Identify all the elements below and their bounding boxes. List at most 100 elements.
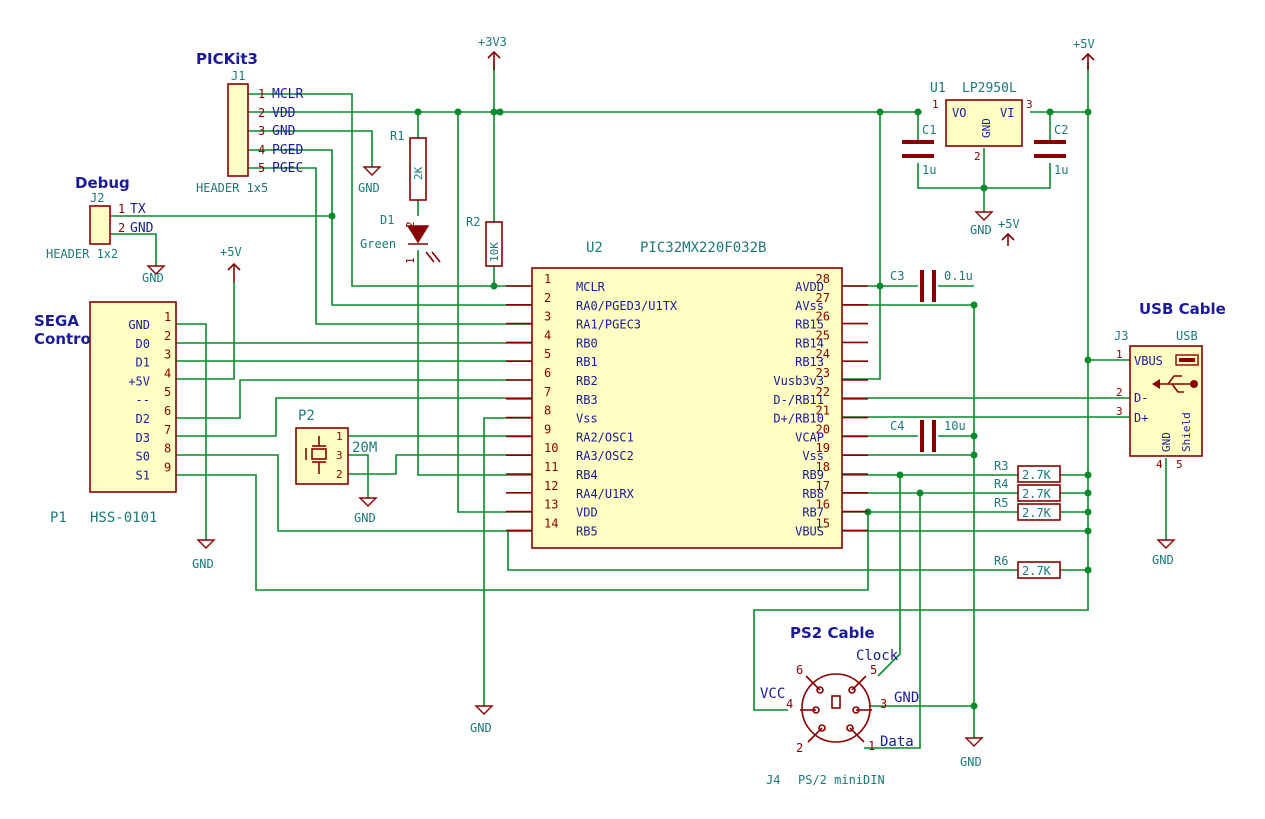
u2-pin-number: 24 <box>816 347 830 361</box>
u2-pin-number: 18 <box>816 460 830 474</box>
c4-capacitor: C4 10u <box>890 419 966 452</box>
svg-text:2K: 2K <box>412 166 425 180</box>
p1-pin-name: S0 <box>136 450 150 464</box>
svg-text:PGEC: PGEC <box>272 161 303 176</box>
u2-pin-number: 20 <box>816 422 830 436</box>
svg-text:2: 2 <box>796 741 803 755</box>
p1-pin-name: D0 <box>136 337 150 351</box>
svg-text:20M: 20M <box>352 440 377 456</box>
svg-text:GND: GND <box>358 181 380 195</box>
svg-text:GND: GND <box>960 755 982 769</box>
svg-text:6: 6 <box>796 663 803 677</box>
svg-text:HSS-0101: HSS-0101 <box>90 510 157 526</box>
p1-pin-number: 1 <box>164 310 171 324</box>
j1-header: J1 1 MCLR 2 VDD 3 GND 4 PGED 5 PGEC HEAD… <box>196 69 303 195</box>
u2-pin-name: RA2/OSC1 <box>576 430 634 444</box>
u2-pin-name: AVss <box>795 299 824 313</box>
svg-text:+5V: +5V <box>998 217 1020 231</box>
gnd-crystal: GND <box>354 497 378 525</box>
p1-pin-name: S1 <box>136 468 150 482</box>
svg-text:5: 5 <box>1176 458 1183 471</box>
gnd-vss8: GND <box>470 705 494 735</box>
svg-text:2: 2 <box>258 106 265 120</box>
svg-text:10u: 10u <box>944 419 966 433</box>
svg-text:USB: USB <box>1176 329 1198 343</box>
p1-pin-number: 3 <box>164 348 171 362</box>
svg-text:1: 1 <box>336 430 343 443</box>
svg-text:VO: VO <box>952 106 966 120</box>
svg-text:PGED: PGED <box>272 143 303 158</box>
svg-text:GND: GND <box>354 511 376 525</box>
svg-text:U1: U1 <box>930 81 946 96</box>
power-5v-sega: +5V <box>220 245 242 282</box>
svg-text:MCLR: MCLR <box>272 87 303 102</box>
gnd-usb: GND <box>1152 539 1176 567</box>
u2-pin-name: VDD <box>576 506 598 520</box>
svg-text:GND: GND <box>980 118 993 138</box>
gnd-ps2: GND <box>960 737 984 769</box>
svg-text:10K: 10K <box>488 242 501 262</box>
junctions <box>328 108 1092 710</box>
u2-pin-name: RB13 <box>795 355 824 369</box>
svg-text:R4: R4 <box>994 477 1008 491</box>
svg-text:D-: D- <box>1134 391 1148 405</box>
svg-text:R1: R1 <box>390 129 404 143</box>
gnd-sega: GND <box>192 539 216 571</box>
u2-pin-number: 15 <box>816 516 830 530</box>
svg-text:VBUS: VBUS <box>1134 354 1163 368</box>
u2-pin-name: D-/RB11 <box>773 393 824 407</box>
u2-pin-name: RB3 <box>576 393 598 407</box>
u2-pin-name: RA3/OSC2 <box>576 449 634 463</box>
j4-ps2-connector: 6 5 4 3 2 1 Clock VCC GND Data J4 PS/2 m… <box>760 648 919 787</box>
p1-pin-name: D1 <box>136 356 150 370</box>
svg-text:HEADER 1x5: HEADER 1x5 <box>196 181 268 195</box>
j1-pins: 1 MCLR 2 VDD 3 GND 4 PGED 5 PGEC <box>258 87 303 176</box>
svg-text:Clock: Clock <box>856 648 899 664</box>
svg-text:2: 2 <box>336 468 343 481</box>
svg-text:2.7K: 2.7K <box>1022 468 1052 482</box>
p1-pin-number: 6 <box>164 404 171 418</box>
u2-pin-name: RA4/U1RX <box>576 487 635 501</box>
r3-resistor: R3 2.7K <box>994 459 1061 483</box>
svg-text:VI: VI <box>1000 106 1014 120</box>
u2-pin-number: 7 <box>544 385 551 399</box>
u2-pin-number: 19 <box>816 441 830 455</box>
svg-text:R3: R3 <box>994 459 1008 473</box>
svg-text:3: 3 <box>1026 98 1033 111</box>
svg-text:1u: 1u <box>1054 163 1068 177</box>
u2-pin-name: MCLR <box>576 280 606 294</box>
gnd-j1: GND <box>358 166 382 195</box>
r5-resistor: R5 2.7K <box>994 496 1061 521</box>
svg-text:R6: R6 <box>994 554 1008 568</box>
svg-text:J2: J2 <box>90 191 104 205</box>
j2-header: J2 1 TX 2 GND HEADER 1x2 <box>46 191 154 261</box>
power-5v-rail: +5V <box>1073 37 1095 70</box>
svg-text:GND: GND <box>192 557 214 571</box>
svg-text:+5V: +5V <box>220 245 242 259</box>
r1-resistor: R1 2K <box>390 129 427 201</box>
svg-text:Green: Green <box>360 237 396 251</box>
u2-pin-number: 25 <box>816 328 830 342</box>
u2-pin-name: RB4 <box>576 468 598 482</box>
u2-pin-name: RB8 <box>802 487 824 501</box>
power-3v3: +3V3 <box>478 35 507 70</box>
heading-debug: Debug <box>75 174 130 192</box>
svg-text:4: 4 <box>786 697 793 711</box>
svg-text:R2: R2 <box>466 215 480 229</box>
u2-pin-number: 10 <box>544 441 558 455</box>
svg-text:1: 1 <box>258 87 265 101</box>
u2-pin-number: 2 <box>544 291 551 305</box>
u2-pin-number: 3 <box>544 310 551 324</box>
svg-text:2: 2 <box>1116 386 1123 399</box>
u2-pin-number: 27 <box>816 291 830 305</box>
svg-text:4: 4 <box>1156 458 1163 471</box>
p2-crystal: P2 1 3 2 20M <box>295 408 377 485</box>
svg-text:3: 3 <box>336 449 343 462</box>
u2-pin-number: 16 <box>816 498 830 512</box>
svg-text:GND: GND <box>130 221 154 236</box>
svg-text:C1: C1 <box>922 123 936 137</box>
p1-pin-number: 4 <box>164 366 171 380</box>
heading-usb-cable: USB Cable <box>1139 300 1226 318</box>
p1-pin-number: 5 <box>164 385 171 399</box>
